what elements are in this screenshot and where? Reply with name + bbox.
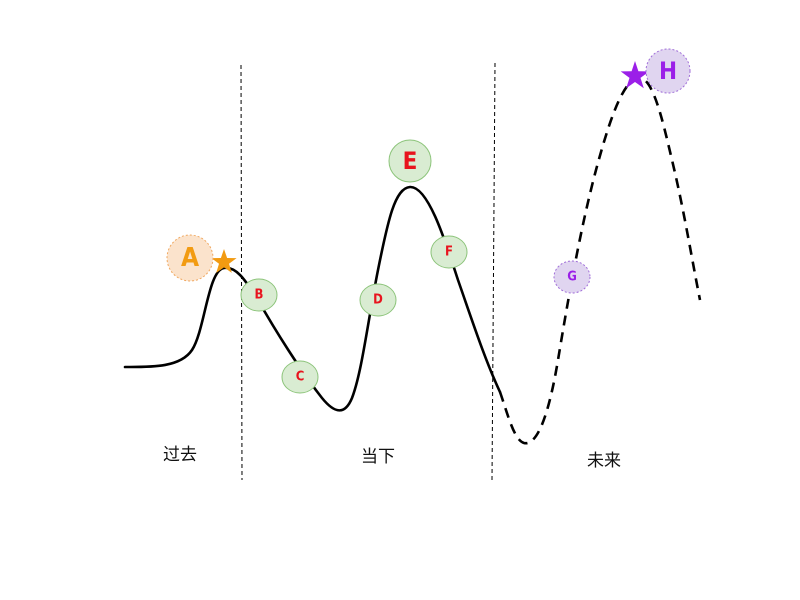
node-e-label: E xyxy=(403,147,418,175)
node-h-label: H xyxy=(659,57,677,85)
node-a: A xyxy=(166,234,214,282)
divider-present-future xyxy=(491,62,496,481)
node-b-label: B xyxy=(255,288,264,303)
node-g-label: G xyxy=(567,270,577,285)
node-f: F xyxy=(430,235,468,269)
node-a-label: A xyxy=(181,243,199,273)
era-label-future: 未来 xyxy=(587,451,621,471)
node-f-label: F xyxy=(445,245,453,260)
node-d-label: D xyxy=(373,293,383,308)
star-icon xyxy=(211,249,237,273)
era-label-present: 当下 xyxy=(361,447,395,467)
node-b: B xyxy=(240,278,278,312)
era-label-past: 过去 xyxy=(163,445,197,465)
node-h: H xyxy=(645,48,691,94)
node-c: C xyxy=(281,360,319,394)
node-e: E xyxy=(388,139,432,183)
trajectory-solid-curve xyxy=(123,185,502,412)
divider-past-present xyxy=(240,64,243,481)
trajectory-dashed-curve xyxy=(498,76,702,445)
node-g: G xyxy=(553,260,591,294)
star-icon xyxy=(620,61,650,89)
node-d: D xyxy=(359,283,397,317)
node-c-label: C xyxy=(296,370,305,385)
